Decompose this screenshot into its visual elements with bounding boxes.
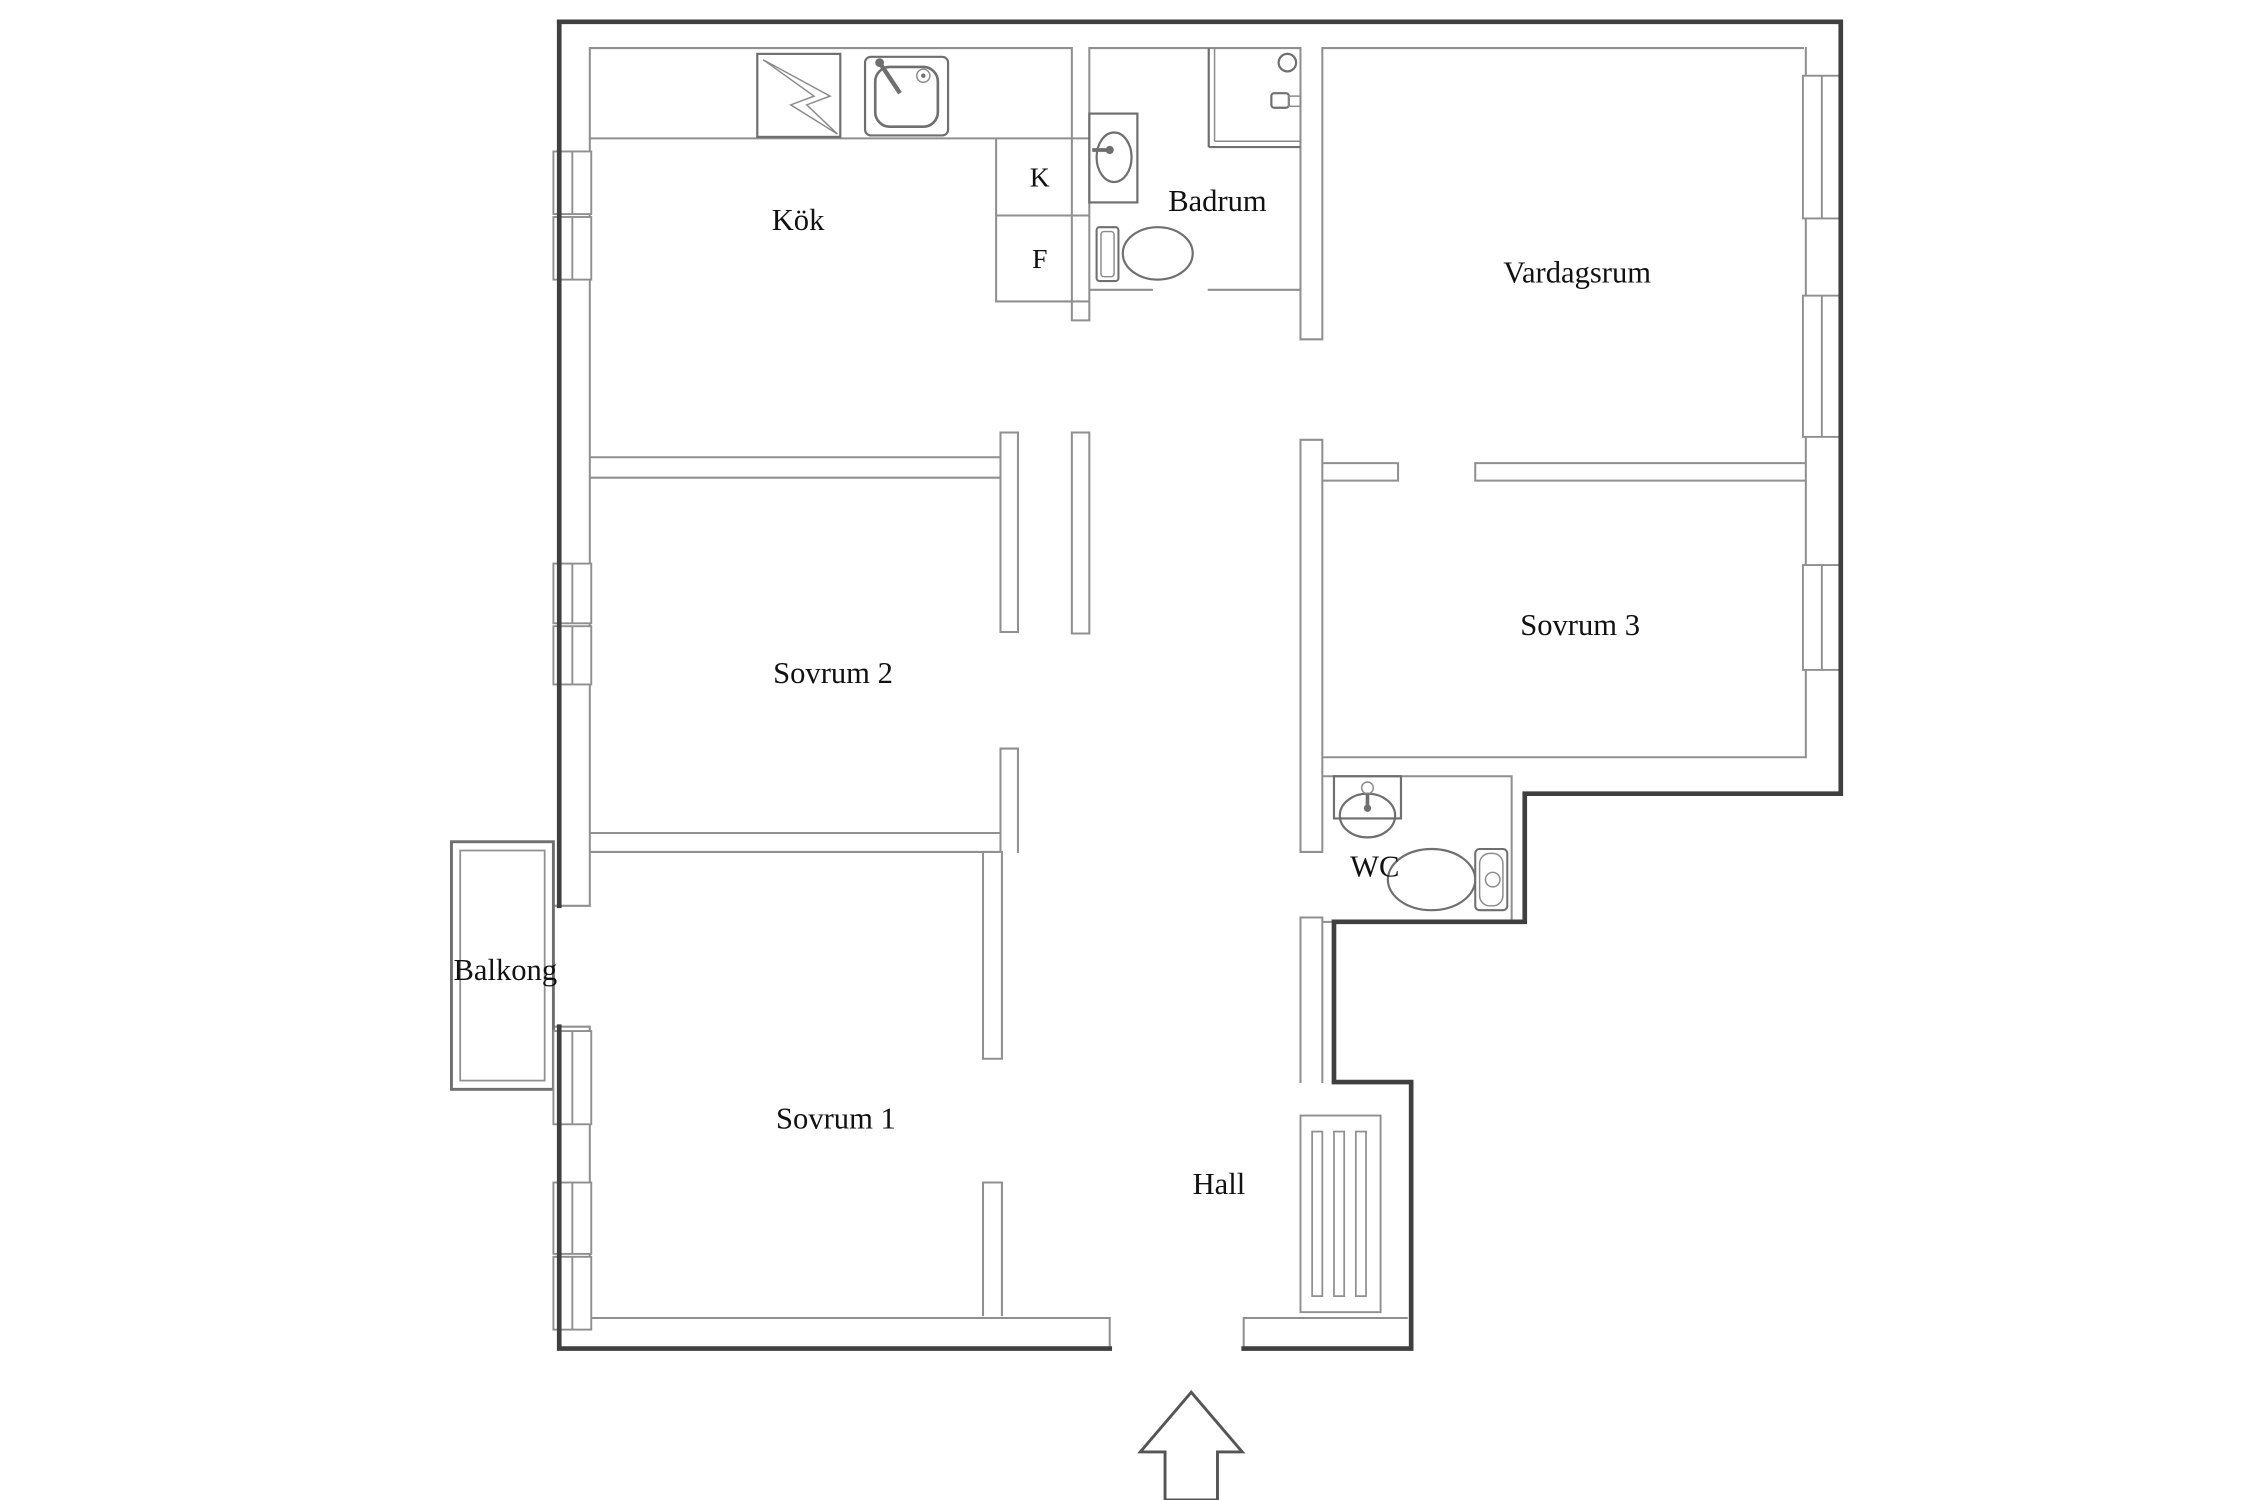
bedroom-2-label: Sovrum 2 (773, 656, 893, 690)
bathroom-label: Badrum (1168, 184, 1267, 218)
shower-icon (1207, 48, 1302, 149)
bedroom-1-label: Sovrum 1 (776, 1102, 896, 1136)
bedroom-3-label: Sovrum 3 (1520, 608, 1640, 642)
balcony-label: Balkong (454, 953, 558, 987)
room-labels: Kök Badrum Vardagsrum Sovrum 3 Sovrum 2 … (454, 161, 1652, 1201)
living-room-label: Vardagsrum (1503, 256, 1651, 290)
fridge-label: K (1030, 161, 1050, 192)
outer-walls (556, 19, 1844, 1351)
window (1801, 564, 1842, 671)
window (1801, 294, 1842, 438)
hall-label: Hall (1193, 1167, 1246, 1201)
balcony-structure (450, 840, 555, 1091)
wc-label: WC (1350, 850, 1399, 884)
window (1801, 74, 1842, 220)
wc-toilet-icon (1386, 847, 1509, 912)
bathroom-sink-icon (1088, 112, 1139, 204)
wardrobe-icon (1299, 1114, 1382, 1314)
kitchen-label: Kök (772, 203, 825, 237)
wc-sink-icon (1332, 775, 1403, 839)
stove-icon (756, 52, 842, 138)
freezer-label: F (1032, 243, 1047, 274)
entrance-arrow-icon (1137, 1389, 1246, 1500)
interior-walls (552, 47, 1807, 1350)
toilet-icon (1095, 226, 1194, 283)
kitchen-sink-icon (863, 55, 950, 137)
